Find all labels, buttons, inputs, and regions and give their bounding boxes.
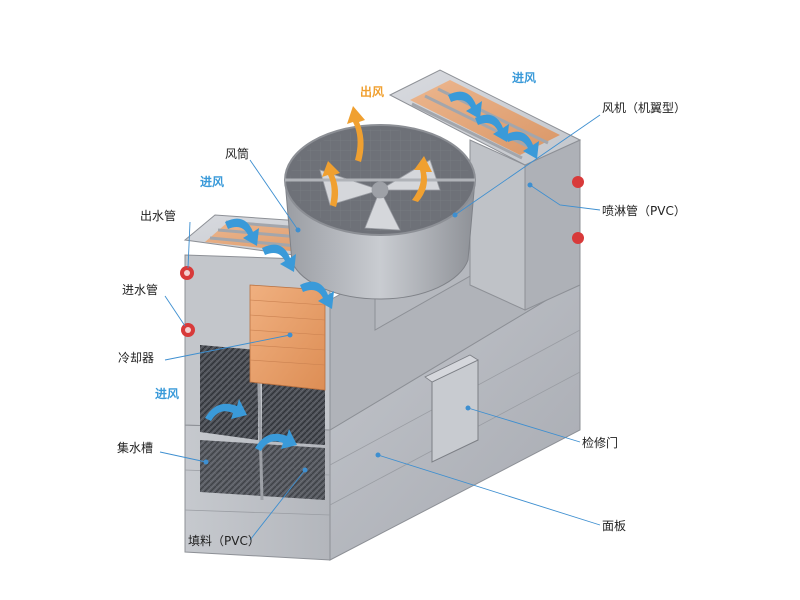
valve-right-top <box>572 176 584 188</box>
label-spray-pipe: 喷淋管（PVC） <box>602 203 686 218</box>
label-air-in-side: 进风 <box>155 386 179 401</box>
valve-inlet <box>181 323 195 337</box>
label-air-out: 出风 <box>360 84 384 99</box>
label-inlet-pipe: 进水管 <box>122 282 158 297</box>
right-module-front <box>469 139 526 311</box>
fill-block-left <box>200 345 258 440</box>
valve-outlet <box>180 266 194 280</box>
air-out-arrows-orange <box>322 106 432 207</box>
label-air-in-left: 进风 <box>200 174 224 189</box>
label-fill: 填料（PVC） <box>188 534 260 548</box>
label-panel: 面板 <box>602 519 626 533</box>
label-access-door: 检修门 <box>582 435 618 450</box>
label-outlet-pipe: 出水管 <box>140 208 176 223</box>
leader-lines <box>159 114 601 541</box>
valve-right-bottom <box>572 232 584 244</box>
label-basin: 集水槽 <box>117 440 153 455</box>
label-fan-duct: 风筒 <box>225 146 249 161</box>
right-module-side <box>524 139 581 311</box>
label-air-in-top: 进风 <box>512 70 536 85</box>
label-cooler: 冷却器 <box>118 351 154 365</box>
label-fan: 风机（机翼型） <box>602 101 686 115</box>
air-in-arrows-blue <box>205 91 539 451</box>
